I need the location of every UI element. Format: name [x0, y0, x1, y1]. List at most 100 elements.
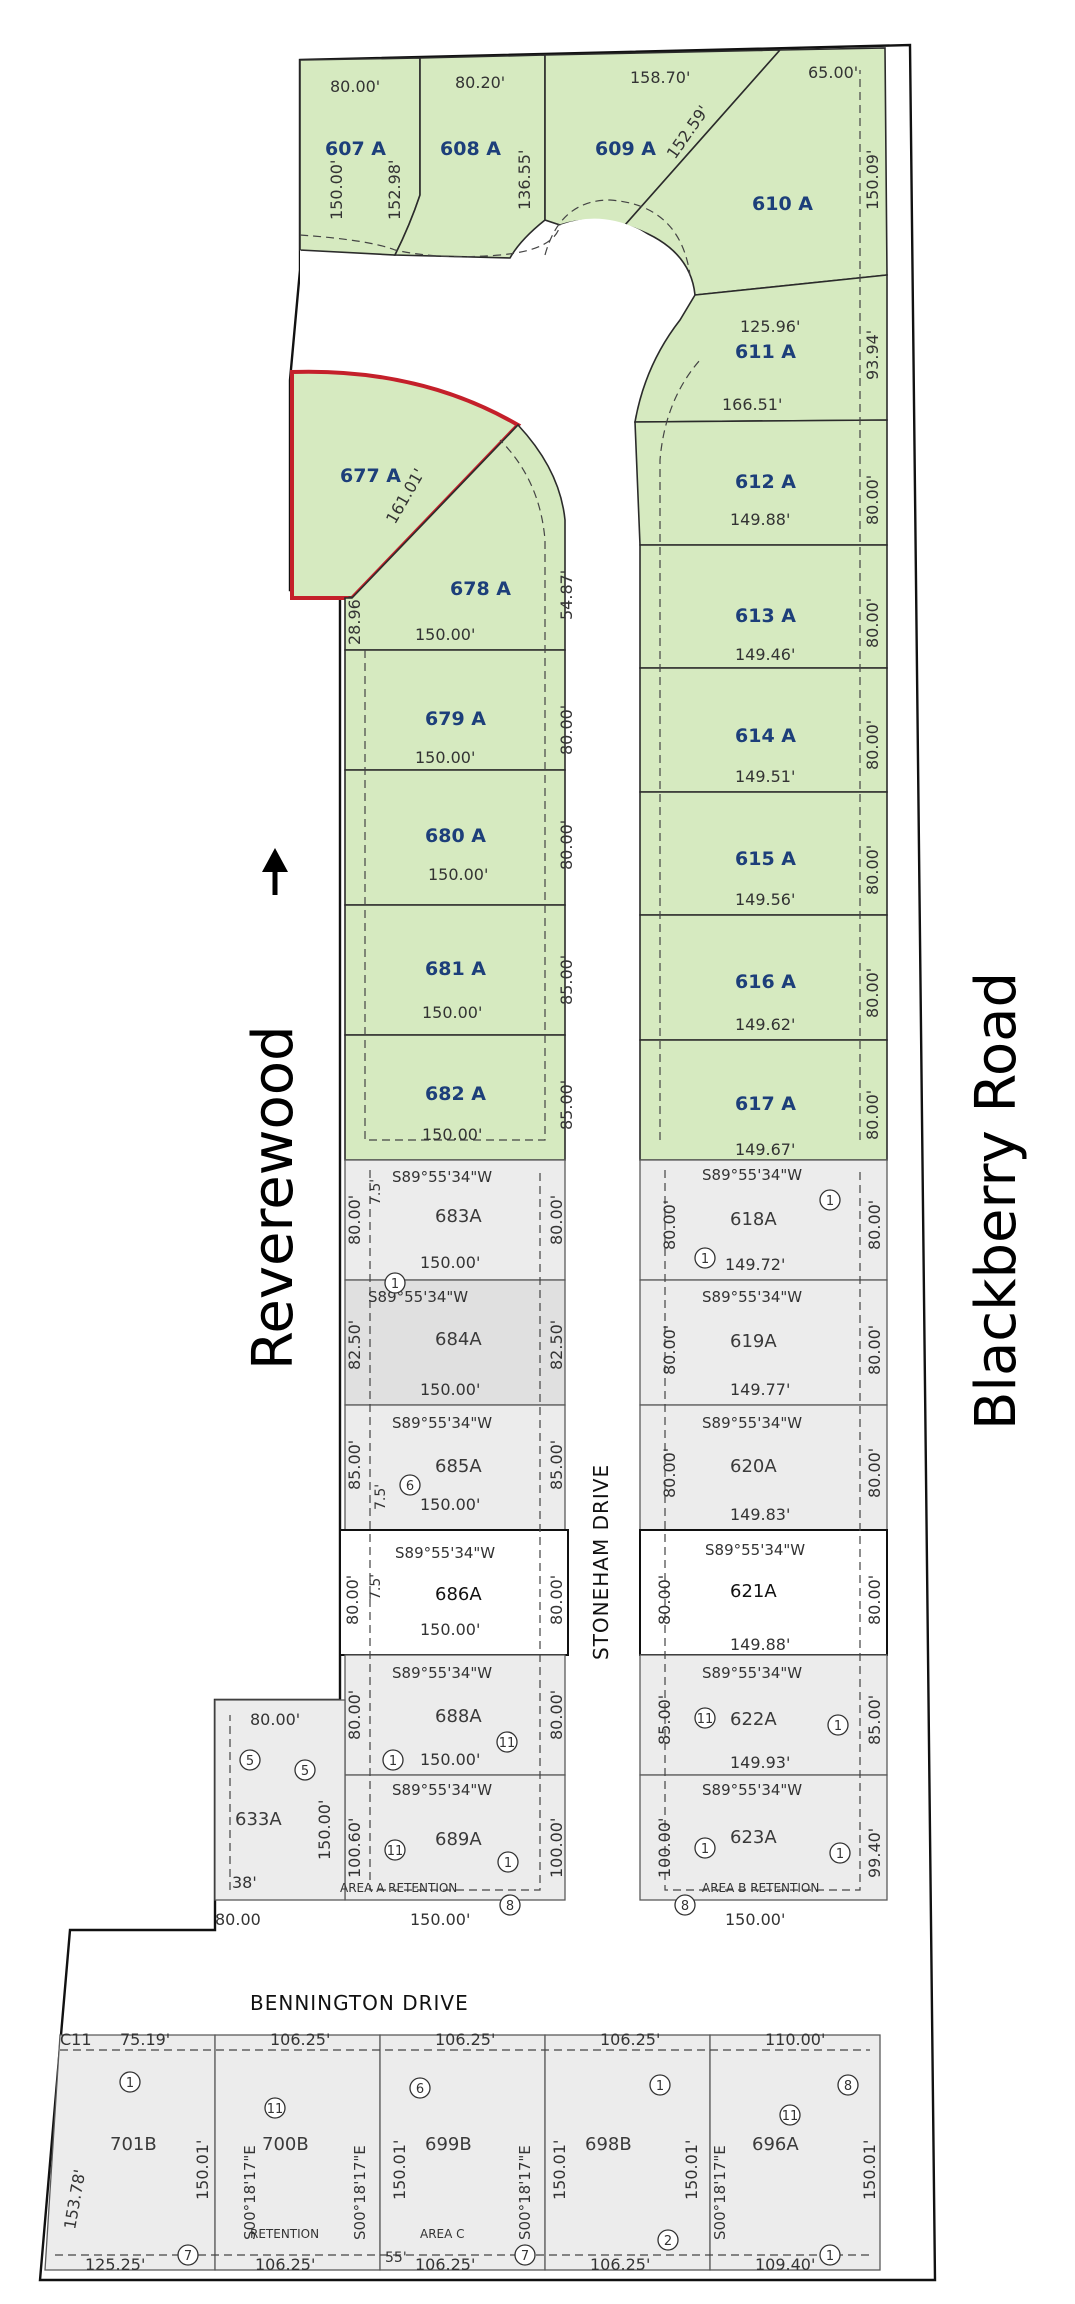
dim-label: 150.00' — [428, 865, 488, 884]
lot-633a[interactable]: 633A — [214, 1699, 346, 1901]
dim-label: 149.46' — [735, 645, 795, 664]
dim-label: 150.00' — [420, 1495, 480, 1514]
dim-label: 85.00' — [547, 1440, 566, 1490]
lot-label: 685A — [435, 1456, 482, 1477]
dim-label: 149.56' — [735, 890, 795, 909]
north-arrow-icon — [262, 848, 288, 895]
dim-label: 80.00' — [547, 1195, 566, 1245]
bearing-label: S89°55'34"W — [702, 1664, 802, 1682]
lot-label: 688A — [435, 1706, 482, 1727]
lot-label: 633A — [235, 1809, 282, 1830]
lot-622a[interactable]: 622A — [639, 1654, 888, 1776]
marker-circle: 8 — [499, 1894, 521, 1916]
svg-text:2: 2 — [664, 2234, 672, 2249]
lot-label: 681 A — [425, 958, 486, 980]
marker-circle: 1 — [827, 1714, 849, 1736]
dim-label: 150.00' — [420, 1750, 480, 1769]
marker-circle: 1 — [819, 1189, 841, 1211]
dim-label: 85.00' — [655, 1695, 674, 1745]
dim-label: 166.51' — [722, 395, 782, 414]
dim-label: 150.01' — [550, 2140, 569, 2200]
lot-681a[interactable]: 681 A — [344, 904, 566, 1036]
dim-label: 125.25' — [85, 2255, 145, 2274]
dim-label: 85.00' — [557, 1080, 576, 1130]
dim-label: 106.25' — [415, 2255, 475, 2274]
dim-label: 80.00' — [655, 1575, 674, 1625]
dim-label: 150.00' — [420, 1620, 480, 1639]
dim-label: 149.88' — [730, 510, 790, 529]
marker-circle: 1 — [382, 1749, 404, 1771]
lot-label: 617 A — [735, 1093, 796, 1115]
lot-701b[interactable]: 701B — [44, 2034, 216, 2271]
marker-circle: 11 — [779, 2104, 801, 2126]
dim-label: 85.00' — [557, 955, 576, 1005]
lot-610a[interactable]: 610 A — [623, 47, 888, 296]
dim-label: 106.25' — [600, 2030, 660, 2049]
dim-label: 149.72' — [725, 1255, 785, 1274]
dim-label: 80.00' — [863, 845, 882, 895]
dim-label: 80.00' — [863, 968, 882, 1018]
bearing-label: S89°55'34"W — [392, 1664, 492, 1682]
lot-608a[interactable]: 608 A — [393, 54, 546, 259]
lot-683a[interactable]: 683A — [344, 1159, 566, 1281]
lot-619a[interactable]: 619A — [639, 1279, 888, 1406]
marker-circle: 1 — [497, 1851, 519, 1873]
cul-de-sac-bulb — [535, 242, 685, 358]
dim-label: 106.25' — [270, 2030, 330, 2049]
lot-label: 700B — [262, 2134, 309, 2155]
bearing-label: S89°55'34"W — [702, 1166, 802, 1184]
dim-label: 125.96' — [740, 317, 800, 336]
lot-686a[interactable]: 686A — [339, 1529, 569, 1656]
dim-label: 106.25' — [590, 2255, 650, 2274]
dim-label: 150.00' — [327, 160, 346, 220]
lot-699b[interactable]: 699B — [379, 2034, 546, 2271]
lot-label: 614 A — [735, 725, 796, 747]
dim-label: 80.00' — [345, 1195, 364, 1245]
lot-680a[interactable]: 680 A — [344, 769, 566, 906]
lot-689a[interactable]: 689A — [344, 1774, 566, 1901]
bearing-label: S00°18'17"E — [241, 2145, 259, 2240]
marker-circle: 8 — [674, 1894, 696, 1916]
dim-label: 150.00' — [420, 1380, 480, 1399]
setback-line — [369, 1170, 541, 1891]
svg-text:8: 8 — [681, 1899, 689, 1914]
svg-text:1: 1 — [701, 1842, 709, 1857]
bearing-label: S89°55'34"W — [368, 1288, 468, 1306]
marker-circle: 7 — [514, 2244, 536, 2266]
svg-text:8: 8 — [844, 2079, 852, 2094]
bennington-drive-label: BENNINGTON DRIVE — [250, 1991, 469, 2015]
svg-text:11: 11 — [387, 1844, 404, 1859]
lot-696a[interactable]: 696A — [709, 2034, 881, 2271]
lot-620a[interactable]: 620A — [639, 1404, 888, 1531]
lot-label: 677 A — [340, 465, 401, 487]
note-label: AREA B RETENTION — [702, 1881, 819, 1895]
dim-label: 93.94' — [863, 330, 882, 380]
bearing-label: S89°55'34"W — [702, 1414, 802, 1432]
lot-698b[interactable]: 698B — [544, 2034, 711, 2271]
dim-label: 28.96' — [345, 595, 364, 645]
lot-684a[interactable]: 684A — [344, 1279, 566, 1406]
marker-circle: 8 — [837, 2074, 859, 2096]
lot-700b[interactable]: 700B — [214, 2034, 381, 2271]
dim-label: 152.98' — [385, 160, 404, 220]
dim-label: 80.00' — [865, 1448, 884, 1498]
lot-616a[interactable]: 616 A — [639, 914, 888, 1041]
dim-label: 150.01' — [682, 2140, 701, 2200]
svg-text:1: 1 — [826, 1194, 834, 1209]
lot-688a[interactable]: 688A — [344, 1654, 566, 1776]
dim-label: 85.00' — [345, 1440, 364, 1490]
lot-623a[interactable]: 623A — [639, 1774, 888, 1901]
svg-text:1: 1 — [126, 2076, 134, 2091]
dim-label: 150.00' — [422, 1003, 482, 1022]
lot-label: 686A — [435, 1584, 482, 1605]
setback-line — [659, 359, 701, 1140]
svg-text:11: 11 — [267, 2102, 284, 2117]
marker-circle: 1 — [649, 2074, 671, 2096]
svg-text:6: 6 — [416, 2082, 424, 2097]
lot-685a[interactable]: 685A — [344, 1404, 566, 1531]
dim-label: 150.00' — [415, 748, 475, 767]
setback-line — [364, 439, 546, 1141]
note-label: RETENTION — [250, 2227, 319, 2241]
bearing-label: S89°55'34"W — [392, 1168, 492, 1186]
lot-621a[interactable]: 621A — [639, 1529, 888, 1656]
